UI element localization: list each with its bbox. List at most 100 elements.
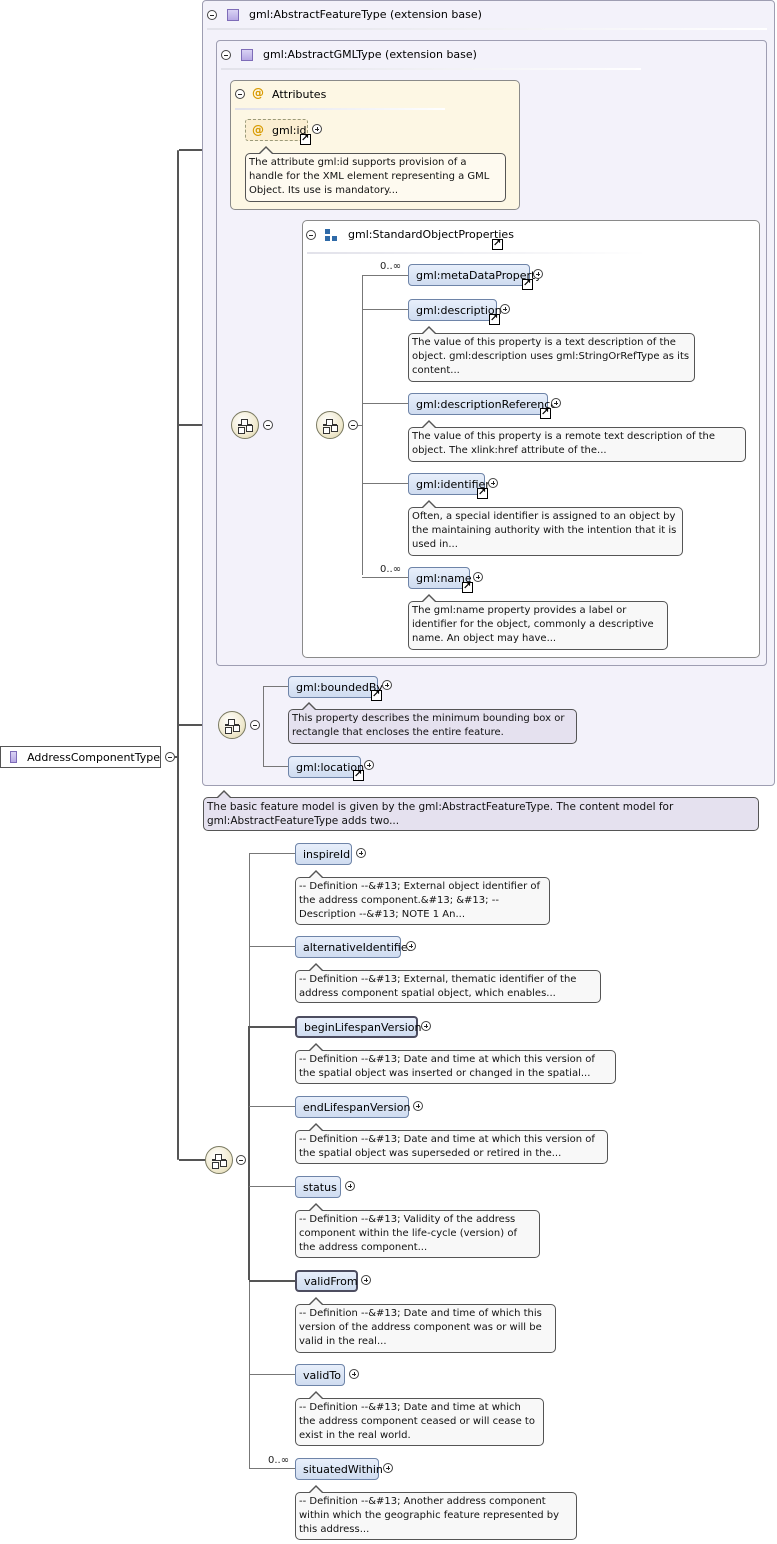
inspireid-note: -- Definition --&#13; External object id… — [295, 870, 550, 925]
connector — [362, 483, 408, 484]
element-validto[interactable]: validTo — [295, 1364, 345, 1386]
occurrence-label: 0..∞ — [380, 564, 402, 575]
reference-arrow-icon — [522, 277, 533, 291]
reference-arrow-icon — [300, 132, 311, 146]
gml-id-attribute[interactable]: @ gml:id — [245, 119, 308, 141]
occurrence-label: 0..∞ — [380, 261, 402, 272]
beginlifespanversion-note: -- Definition --&#13; Date and time at w… — [295, 1043, 616, 1084]
std-props-stub — [358, 425, 363, 426]
element-situatedwithin[interactable]: situatedWithin — [295, 1458, 383, 1480]
gml-id-label: gml:id — [272, 123, 307, 137]
attribute-icon: @ — [252, 123, 264, 137]
endlifespanversion-note: -- Definition --&#13; Date and time at w… — [295, 1123, 608, 1164]
root-type-box[interactable]: AddressComponentType — [0, 746, 161, 768]
feature-vertical — [263, 686, 264, 766]
expand-button[interactable] — [473, 572, 483, 582]
expand-button[interactable] — [406, 941, 416, 951]
element-validfrom[interactable]: validFrom — [295, 1270, 358, 1292]
reference-arrow-icon — [540, 406, 551, 420]
sequence-icon[interactable] — [231, 411, 259, 439]
collapse-sequence-button[interactable] — [250, 720, 260, 730]
element-endlifespanversion[interactable]: endLifespanVersion — [295, 1096, 410, 1118]
divider — [235, 108, 445, 110]
element-gml-identifier[interactable]: gml:identifier — [408, 473, 490, 495]
sequence-icon[interactable] — [316, 411, 344, 439]
connector — [362, 275, 408, 276]
complex-type-icon — [227, 9, 239, 21]
element-gml-description[interactable]: gml:description — [408, 299, 502, 321]
element-gml-descriptionreference[interactable]: gml:descriptionReference — [408, 393, 557, 415]
sequence-icon[interactable] — [205, 1146, 233, 1174]
sequence-icon[interactable] — [218, 711, 246, 739]
mandatory-vertical — [248, 1026, 250, 1280]
collapse-sequence-button[interactable] — [236, 1155, 246, 1165]
std-props-title: gml:StandardObjectProperties — [348, 228, 514, 241]
expand-button[interactable] — [382, 680, 392, 690]
connector — [249, 1374, 295, 1375]
complex-type-icon — [241, 49, 253, 61]
collapse-sequence-button[interactable] — [263, 420, 273, 430]
collapse-feature-button[interactable] — [207, 10, 217, 20]
element-inspireid[interactable]: inspireId — [295, 843, 352, 865]
collapse-root-button[interactable] — [165, 752, 175, 762]
collapse-std-props-button[interactable] — [306, 230, 316, 240]
group-icon — [325, 229, 339, 243]
attributes-title: Attributes — [272, 88, 327, 101]
expand-button[interactable] — [345, 1181, 355, 1191]
element-beginlifespanversion[interactable]: beginLifespanVersion — [295, 1016, 421, 1038]
description-reference-note: The value of this property is a remote t… — [408, 420, 746, 462]
alternativeidentifier-note: -- Definition --&#13; External, thematic… — [295, 963, 601, 1003]
element-gml-location[interactable]: gml:location — [288, 756, 364, 778]
expand-button[interactable] — [361, 1275, 371, 1285]
branch-seq3 — [179, 724, 219, 726]
root-type-label: AddressComponentType — [27, 750, 160, 764]
identifier-note: Often, a special identifier is assigned … — [408, 500, 683, 556]
reference-arrow-icon — [477, 486, 488, 500]
expand-button[interactable] — [421, 1021, 431, 1031]
reference-arrow-icon — [492, 237, 503, 251]
connector — [249, 1186, 295, 1187]
bounded-by-note: This property describes the minimum boun… — [288, 702, 577, 744]
description-note: The value of this property is a text des… — [408, 326, 695, 382]
root-connector — [175, 756, 178, 758]
validto-note: -- Definition --&#13; Date and time at w… — [295, 1391, 544, 1446]
connector — [362, 577, 408, 578]
connector — [263, 766, 288, 767]
expand-gml-id-button[interactable] — [312, 124, 322, 134]
collapse-sequence-button[interactable] — [348, 420, 358, 430]
expand-button[interactable] — [533, 269, 543, 279]
expand-button[interactable] — [551, 398, 561, 408]
element-gml-name[interactable]: gml:name — [408, 567, 472, 589]
expand-button[interactable] — [349, 1369, 359, 1379]
connector — [249, 1280, 295, 1282]
divider — [207, 28, 767, 30]
branch-seq4 — [179, 1159, 205, 1161]
expand-button[interactable] — [413, 1101, 423, 1111]
name-note: The gml:name property provides a label o… — [408, 594, 668, 650]
connector — [249, 1026, 295, 1028]
complex-type-icon — [10, 751, 18, 763]
expand-button[interactable] — [500, 304, 510, 314]
connector — [249, 853, 295, 854]
element-gml-boundedby[interactable]: gml:boundedBy — [288, 676, 383, 698]
feature-note: The basic feature model is given by the … — [203, 790, 759, 831]
reference-arrow-icon — [371, 688, 382, 702]
element-gml-metadataproperty[interactable]: gml:metaDataProperty — [408, 264, 542, 286]
gml-id-note: The attribute gml:id supports provision … — [245, 146, 506, 202]
reference-arrow-icon — [462, 580, 473, 594]
expand-button[interactable] — [383, 1463, 393, 1473]
connector — [249, 946, 295, 947]
expand-button[interactable] — [364, 760, 374, 770]
collapse-gml-button[interactable] — [221, 50, 231, 60]
reference-arrow-icon — [353, 768, 364, 782]
collapse-attributes-button[interactable] — [235, 89, 245, 99]
reference-arrow-icon — [489, 312, 500, 326]
expand-button[interactable] — [488, 478, 498, 488]
element-status[interactable]: status — [295, 1176, 341, 1198]
validfrom-note: -- Definition --&#13; Date and time of w… — [295, 1297, 556, 1353]
connector — [362, 309, 408, 310]
expand-button[interactable] — [356, 848, 366, 858]
status-note: -- Definition --&#13; Validity of the ad… — [295, 1203, 540, 1258]
element-alternativeidentifier[interactable]: alternativeIdentifier — [295, 936, 412, 958]
divider — [221, 68, 641, 70]
